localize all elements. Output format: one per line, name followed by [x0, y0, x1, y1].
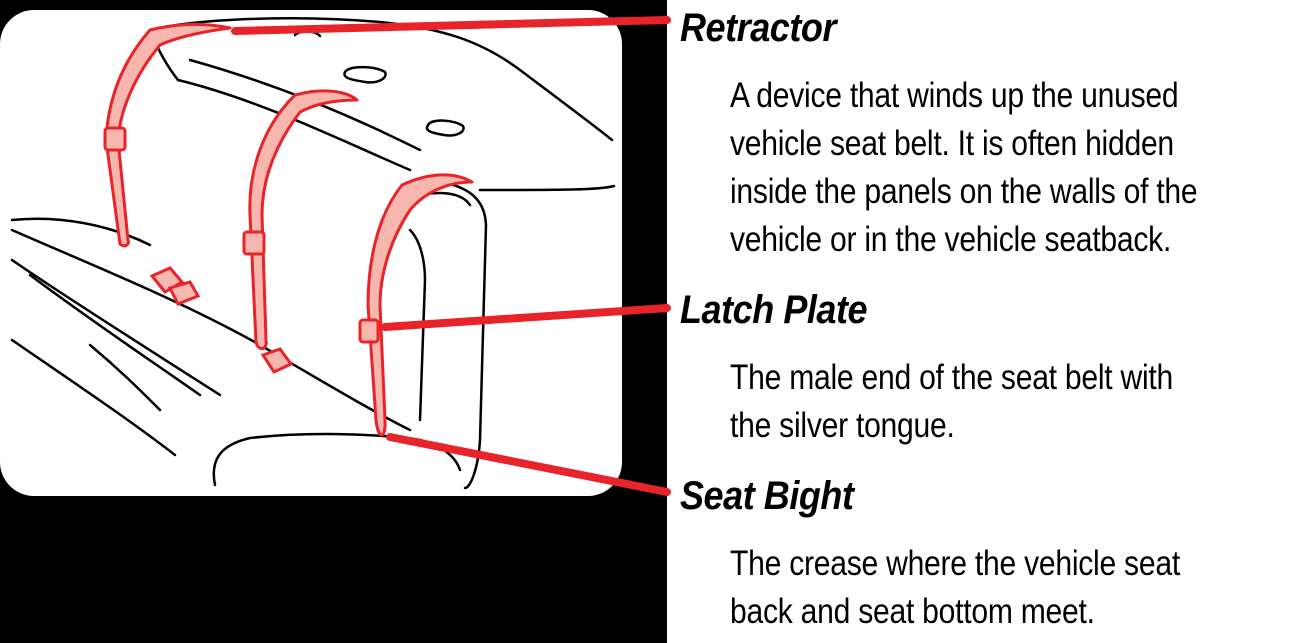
desc-retractor-line: inside the panels on the walls of the	[730, 172, 1198, 211]
latch-plates	[103, 126, 380, 344]
leader-seat-bight	[386, 433, 671, 496]
buckles	[149, 266, 294, 374]
desc-retractor-line: vehicle seat belt. It is often hidden	[730, 124, 1174, 163]
desc-retractor-line: vehicle or in the vehicle seatback.	[730, 220, 1172, 259]
desc-seat-bight-line: The crease where the vehicle seat	[730, 544, 1180, 583]
leader-latch-plate	[381, 304, 671, 331]
desc-retractor: A device that winds up the unused vehicl…	[730, 72, 1198, 264]
leader-lines	[231, 16, 671, 496]
belt-left	[104, 22, 232, 248]
belt-right	[366, 173, 474, 437]
term-seat-bight: Seat Bight	[680, 474, 854, 518]
term-latch-plate: Latch Plate	[680, 288, 868, 332]
belt-middle	[248, 89, 359, 350]
illustration-panel	[0, 10, 622, 496]
desc-retractor-line: A device that winds up the unused	[730, 76, 1179, 115]
desc-latch-plate-line: the silver tongue.	[730, 406, 955, 445]
desc-seat-bight-line: back and seat bottom meet.	[730, 592, 1095, 631]
leader-retractor	[231, 16, 671, 35]
desc-latch-plate-line: The male end of the seat belt with	[730, 358, 1173, 397]
desc-latch-plate: The male end of the seat belt with the s…	[730, 354, 1173, 450]
belts	[104, 22, 474, 437]
desc-seat-bight: The crease where the vehicle seat back a…	[730, 540, 1180, 636]
term-retractor: Retractor	[680, 6, 837, 50]
